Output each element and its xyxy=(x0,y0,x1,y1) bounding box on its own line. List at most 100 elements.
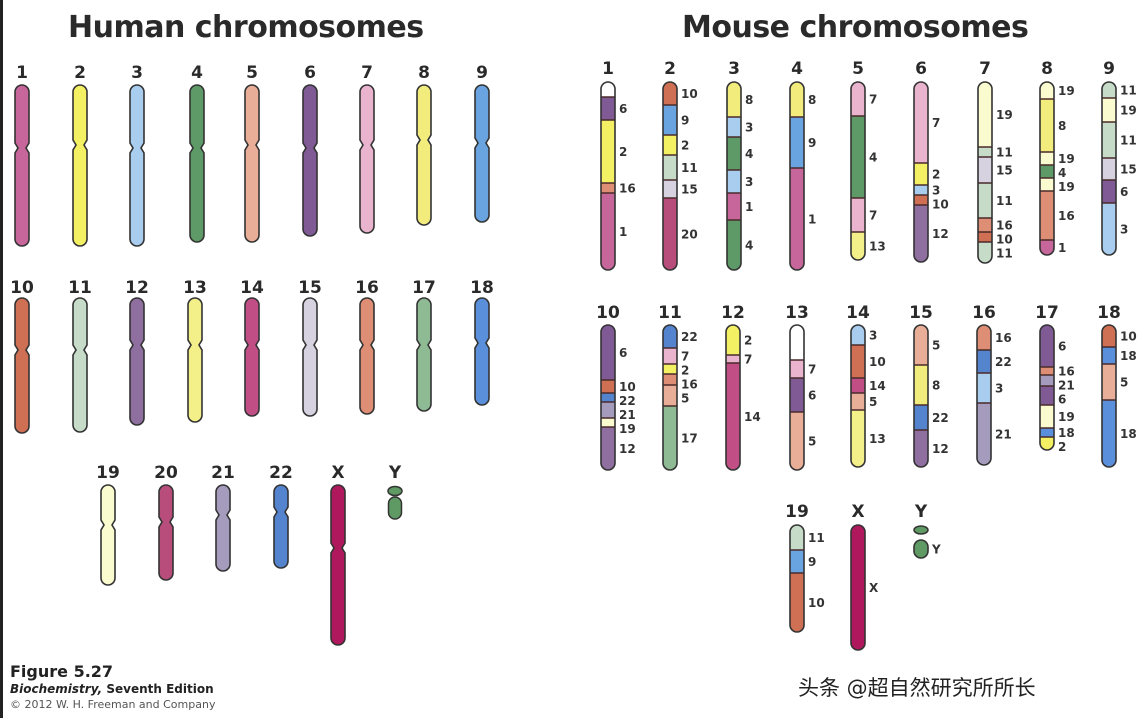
band-label: 1 xyxy=(1058,241,1066,255)
mouse-chromosome-label: 2 xyxy=(664,59,676,79)
band-label: 19 xyxy=(996,108,1013,122)
band-label: 19 xyxy=(1058,152,1075,166)
chromosome-band xyxy=(1040,386,1054,405)
chromosome-outline xyxy=(977,81,993,264)
band-label: 11 xyxy=(996,146,1013,160)
chromosome-band xyxy=(790,168,804,270)
human-chromosome-label: 21 xyxy=(211,463,235,483)
chromosome-outline xyxy=(662,81,678,271)
mouse-chromosome-label: 8 xyxy=(1041,59,1053,79)
band-label: 6 xyxy=(808,389,816,403)
band-label: 10 xyxy=(932,198,949,212)
band-label: 5 xyxy=(681,392,689,406)
band-label: 5 xyxy=(808,435,816,449)
chromosome-outline xyxy=(600,81,616,271)
band-label: 19 xyxy=(1058,410,1075,424)
figure-caption: Figure 5.27 Biochemistry, Seventh Editio… xyxy=(10,662,215,711)
chromosome-band xyxy=(601,183,615,193)
chromosome-band xyxy=(914,195,928,205)
chromosome-band xyxy=(851,116,865,198)
band-label: 7 xyxy=(808,363,816,377)
chromosome-band xyxy=(1102,98,1116,122)
chromosome-band xyxy=(914,325,928,365)
chromosome-band xyxy=(1040,191,1054,240)
chromosome-band xyxy=(1102,203,1116,255)
band-label: 16 xyxy=(1058,365,1075,379)
human-chromosome-22: 22 xyxy=(269,463,293,569)
band-label: 21 xyxy=(619,408,636,422)
mouse-chromosome-label: 14 xyxy=(846,303,870,323)
human-chromosome-label: 18 xyxy=(470,278,494,298)
chromosome-body xyxy=(215,484,231,572)
band-label: 2 xyxy=(681,364,689,378)
chromosome-band xyxy=(978,82,992,147)
copyright: © 2012 W. H. Freeman and Company xyxy=(10,698,216,711)
chromosome-band xyxy=(978,232,992,242)
band-label: X xyxy=(869,581,879,595)
chromosome-outline xyxy=(1101,324,1117,468)
chromosome-outline xyxy=(726,81,742,271)
band-label: 21 xyxy=(995,428,1012,442)
mouse-chromosomes-title: Mouse chromosomes xyxy=(682,10,1029,45)
human-chromosome-label: 22 xyxy=(269,463,293,483)
chromosome-band xyxy=(663,198,677,270)
chromosome-band xyxy=(663,374,677,385)
chromosome-body xyxy=(187,297,203,423)
human-chromosome-16: 16 xyxy=(355,278,379,415)
chromosome-arm xyxy=(387,485,403,497)
mouse-chromosome-X: XX xyxy=(850,502,879,651)
chromosome-band xyxy=(1040,405,1054,428)
chromosome-band xyxy=(663,105,677,135)
band-label: 14 xyxy=(869,379,886,393)
mouse-chromosome-label: 6 xyxy=(915,59,927,79)
chromosome-outline xyxy=(1039,81,1055,256)
figure-number: Figure 5.27 xyxy=(10,662,114,681)
mouse-chromosome-label: 1 xyxy=(602,59,614,79)
band-label: 18 xyxy=(1120,349,1137,363)
chromosome-body xyxy=(474,297,490,406)
mouse-chromosome-13: 13 7 6 5 xyxy=(785,303,816,471)
mouse-chromosome-label: 13 xyxy=(785,303,809,323)
chromosome-outline xyxy=(976,324,992,466)
band-label: 14 xyxy=(744,410,761,424)
chromosome-body xyxy=(244,84,260,243)
band-label: 17 xyxy=(681,432,698,446)
band-label: 11 xyxy=(996,247,1013,261)
band-label: 16 xyxy=(619,182,636,196)
chromosome-outline xyxy=(789,324,805,471)
chromosome-band xyxy=(726,355,740,363)
band-label: 1 xyxy=(808,213,816,227)
chromosome-band xyxy=(790,325,804,360)
band-label: 16 xyxy=(681,378,698,392)
mouse-chromosome-label: 7 xyxy=(979,59,991,79)
band-label: 2 xyxy=(619,145,627,159)
band-label: 3 xyxy=(869,329,877,343)
chromosome-band xyxy=(978,147,992,157)
chromosome-outline xyxy=(662,324,678,471)
chromosome-body xyxy=(359,84,375,234)
chromosome-band xyxy=(851,378,865,393)
mouse-chromosome-label: 5 xyxy=(852,59,864,79)
chromosome-body xyxy=(158,484,174,581)
band-label: 13 xyxy=(869,240,886,254)
human-chromosomes-title: Human chromosomes xyxy=(68,10,424,45)
chromosome-body xyxy=(330,484,346,646)
human-chromosome-label: 7 xyxy=(361,63,373,83)
human-chromosome-label: 4 xyxy=(191,63,203,83)
chromosome-band xyxy=(726,363,740,470)
mouse-chromosome-Y: YY xyxy=(913,502,941,559)
chromosome-body xyxy=(416,297,432,412)
mouse-chromosome-label: 4 xyxy=(791,59,803,79)
chromosome-band xyxy=(914,82,928,163)
chromosome-band xyxy=(851,525,865,650)
human-chromosome-5: 5 xyxy=(244,63,260,243)
book-title: Biochemistry, Seventh Edition xyxy=(10,682,215,697)
chromosome-band xyxy=(851,393,865,410)
chromosome-band xyxy=(914,365,928,405)
band-label: 12 xyxy=(932,227,949,241)
